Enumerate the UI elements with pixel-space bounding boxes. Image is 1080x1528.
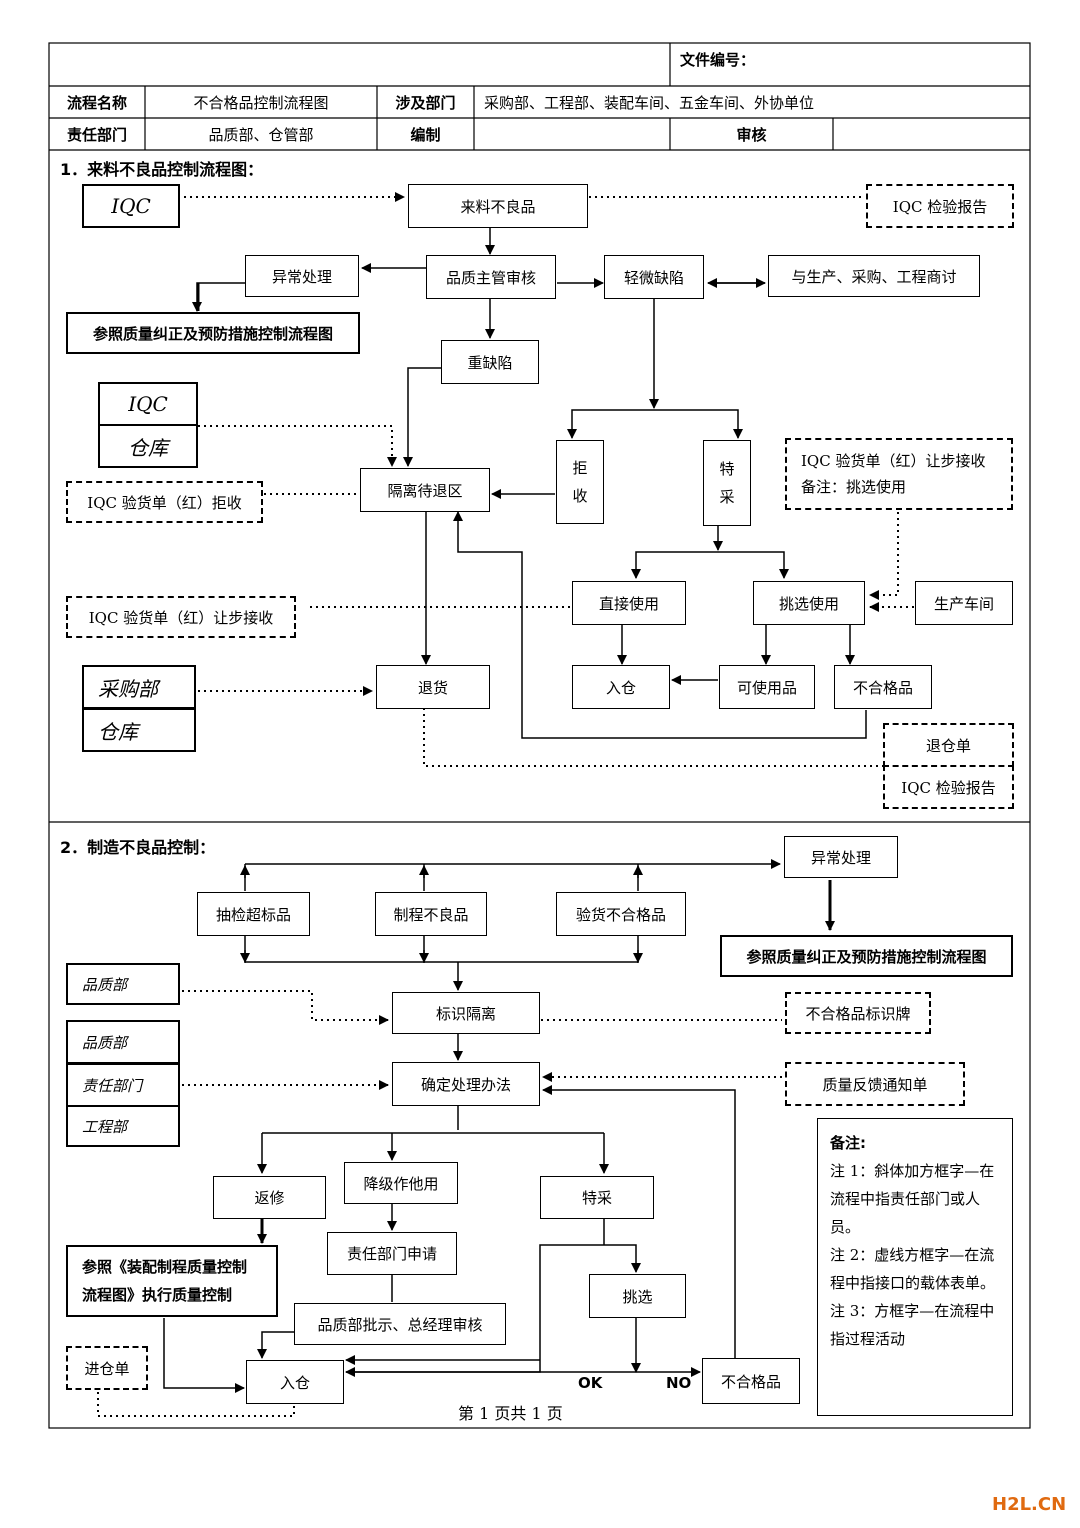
concession-note-line1: IQC 验货单（红）让步接收 [801, 452, 986, 470]
resp-dept-label: 责任部门 [66, 125, 127, 144]
ref-corrective-box: 参照质量纠正及预防措施控制流程图 [66, 312, 360, 354]
resp-apply-box: 责任部门申请 [327, 1232, 457, 1275]
return-goods-box: 退货 [376, 665, 490, 709]
section1-title: 1．来料不良品控制流程图： [60, 160, 264, 179]
stock-slip-form: 进仓单 [66, 1346, 148, 1390]
note-3: 注 3：方框字—在流程中指过程活动 [830, 1302, 995, 1348]
warehouse-role-box-2: 仓库 [82, 708, 196, 752]
ref-assembly-box: 参照《装配制程质量控制 流程图》执行质量控制 [66, 1245, 278, 1317]
incoming-defect-box: 来料不良品 [408, 184, 588, 228]
ref-corrective-box-2: 参照质量纠正及预防措施控制流程图 [720, 935, 1013, 977]
iqc-reject-slip-form: IQC 验货单（红）拒收 [66, 481, 263, 523]
dept-involved-value: 采购部、工程部、装配车间、五金车间、外协单位 [484, 93, 815, 112]
quarantine-box: 隔离待退区 [360, 468, 490, 512]
downgrade-box: 降级作他用 [344, 1162, 458, 1204]
watermark-logo: H2L.CN [992, 1494, 1067, 1515]
special-label: 特采 [719, 460, 735, 506]
production-box: 生产车间 [915, 581, 1013, 625]
reject-label: 拒收 [572, 459, 588, 505]
resp-dept-value: 品质部、仓管部 [208, 125, 314, 144]
feedback-notice-form: 质量反馈通知单 [785, 1062, 965, 1106]
no-label: NO [666, 1374, 692, 1392]
process-name-label: 流程名称 [66, 93, 127, 112]
qa-review-box: 品质主管审核 [426, 255, 556, 299]
iqc-role-box-2: IQC [98, 382, 198, 426]
resp-dept-role-box: 责任部门 [66, 1063, 180, 1107]
sort-box: 挑选 [589, 1274, 686, 1318]
identify-isolate-box: 标识隔离 [392, 992, 540, 1034]
purchasing-role-box: 采购部 [82, 665, 196, 709]
rework-box: 返修 [213, 1176, 326, 1219]
concession-note-line2: 备注：挑选使用 [801, 478, 907, 496]
iqc-report-form-2: IQC 检验报告 [883, 765, 1014, 809]
nonconforming-box: 不合格品 [834, 665, 932, 709]
note-1: 注 1：斜体加方框字—在流程中指责任部门或人员。 [830, 1162, 995, 1236]
direct-use-box: 直接使用 [572, 581, 686, 625]
file-number-label: 文件编号： [680, 50, 756, 69]
notes-panel: 备注: 注 1：斜体加方框字—在流程中指责任部门或人员。 注 2：虚线方框字—在… [817, 1118, 1013, 1416]
special-box-2: 特采 [540, 1176, 654, 1219]
special-box: 特采 [703, 440, 751, 526]
usable-box: 可使用品 [719, 665, 815, 709]
stock-in-box-2: 入仓 [246, 1360, 344, 1404]
ref-assembly-line1: 参照《装配制程质量控制 [82, 1258, 248, 1276]
process-name-value: 不合格品控制流程图 [193, 93, 329, 112]
dept-involved-label: 涉及部门 [395, 93, 456, 112]
iqc-role-box: IQC [82, 184, 180, 228]
section2-title: 2．制造不良品控制： [60, 838, 216, 857]
page-footer: 第 1 页共 1 页 [458, 1404, 563, 1423]
qa-dept-role-box-2: 品质部 [66, 1020, 180, 1064]
inspection-fail-box: 验货不合格品 [556, 892, 686, 936]
iqc-concession-slip-form: IQC 验货单（红）让步接收 [66, 596, 296, 638]
sort-use-box: 挑选使用 [753, 581, 865, 625]
major-defect-box: 重缺陷 [441, 340, 539, 384]
abnormal-handling-box: 异常处理 [245, 255, 359, 297]
iqc-report-form: IQC 检验报告 [866, 184, 1014, 228]
concession-note-form: IQC 验货单（红）让步接收 备注：挑选使用 [785, 438, 1013, 510]
compile-label: 编制 [410, 125, 441, 144]
nc-tag-form: 不合格品标识牌 [785, 992, 931, 1034]
notes-title: 备注: [830, 1134, 866, 1152]
return-slip-form: 退仓单 [883, 723, 1014, 767]
reject-box: 拒收 [556, 440, 604, 524]
qa-dept-role-box: 品质部 [66, 963, 180, 1005]
stock-in-box: 入仓 [572, 665, 670, 709]
decide-method-box: 确定处理办法 [392, 1062, 540, 1106]
process-defect-box: 制程不良品 [375, 892, 487, 936]
nonconforming-box-2: 不合格品 [702, 1358, 800, 1404]
eng-dept-role-box: 工程部 [66, 1105, 180, 1147]
qa-approve-box: 品质部批示、总经理审核 [294, 1303, 506, 1345]
warehouse-role-box: 仓库 [98, 424, 198, 468]
minor-defect-box: 轻微缺陷 [604, 255, 704, 299]
review-label: 审核 [736, 125, 767, 144]
ok-label: OK [578, 1374, 603, 1392]
ref-assembly-line2: 流程图》执行质量控制 [82, 1286, 233, 1304]
note-2: 注 2：虚线方框字—在流程中指接口的载体表单。 [830, 1246, 996, 1292]
discuss-box: 与生产、采购、工程商讨 [768, 255, 980, 297]
abnormal-handling-box-2: 异常处理 [784, 836, 898, 878]
sampling-excess-box: 抽检超标品 [197, 892, 310, 936]
